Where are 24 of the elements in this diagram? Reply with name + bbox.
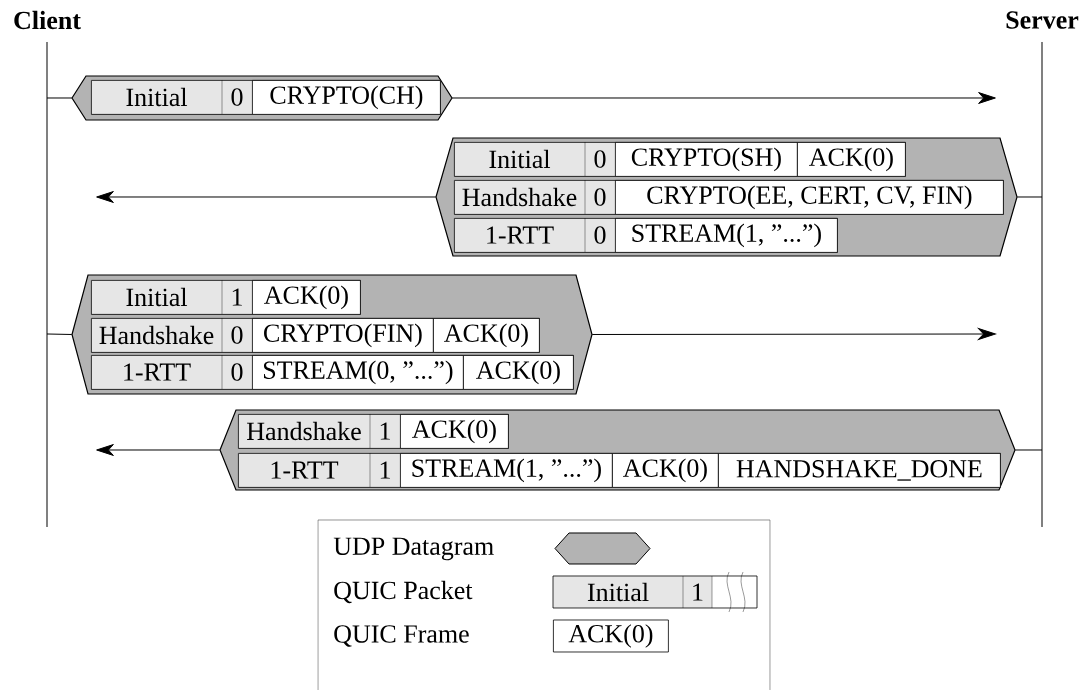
frame-box: CRYPTO(FIN) [252,318,434,353]
arrow [591,328,996,340]
frame-box: STREAM(1, ”...”) [615,218,838,253]
frame-box: ACK(0) [400,414,509,449]
packet-sample: Initial 1 [552,571,758,613]
legend-label: UDP Datagram [333,537,494,561]
participant-label: Server [1006,11,1079,29]
legend-label: QUIC Packet [334,580,473,604]
participant-label: Client [14,10,81,30]
frame-box: ACK(0) [797,142,906,177]
frame-box: STREAM(1, ”...”) [400,453,613,488]
arrow [451,92,996,104]
arrow [96,191,437,203]
legend-label: QUIC Frame [334,625,469,647]
frame-box: STREAM(0, ”...”) [252,355,464,390]
frame-sample: ACK(0) [553,619,669,653]
arrow [96,444,221,456]
frame-box: CRYPTO(EE, CERT, CV, FIN) [615,180,1004,215]
frame-box: ACK(0) [612,453,719,488]
frame-box: CRYPTO(SH) [615,142,798,177]
frame-box: CRYPTO(CH) [252,80,441,115]
frame-box: ACK(0) [463,355,574,390]
frame-box: ACK(0) [433,318,540,353]
frame-box: ACK(0) [252,280,361,315]
